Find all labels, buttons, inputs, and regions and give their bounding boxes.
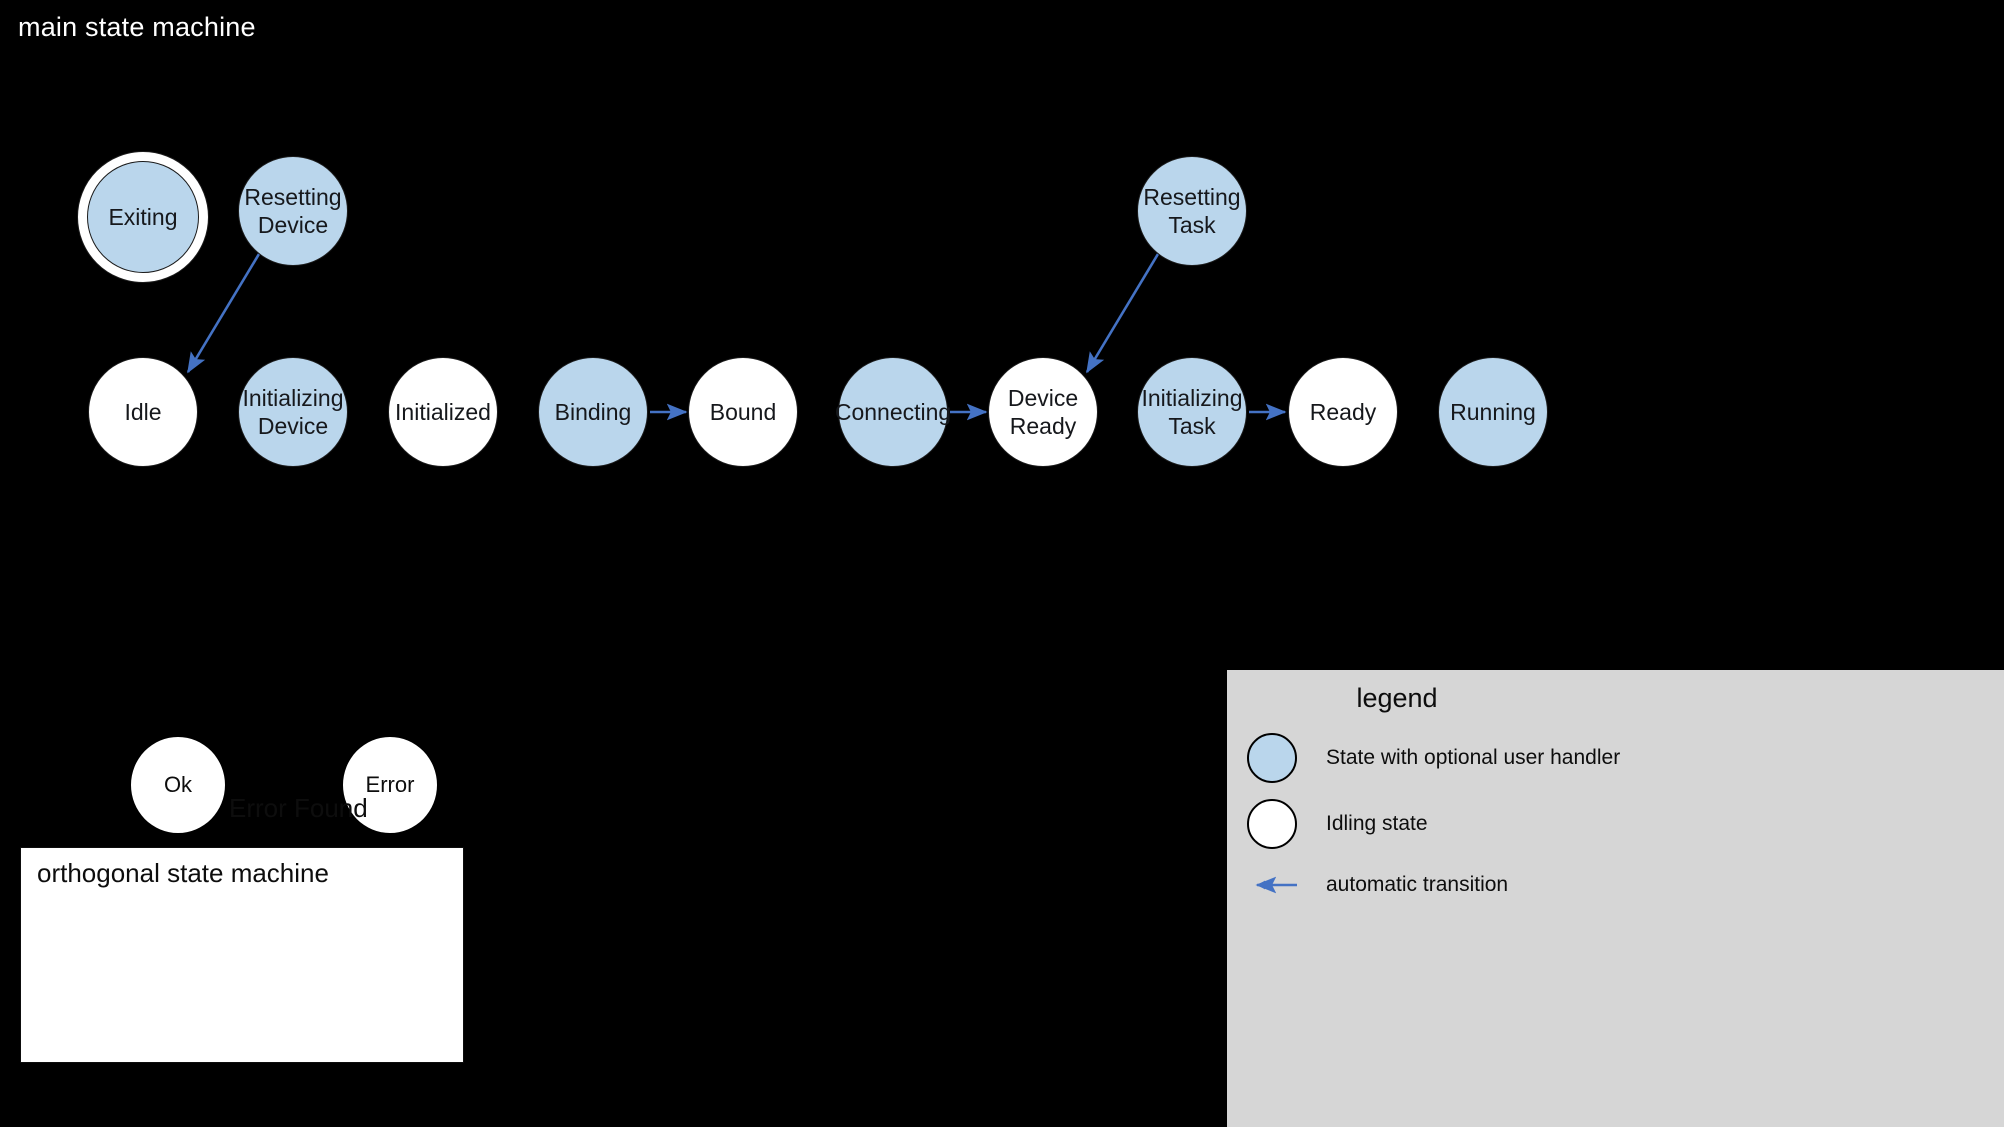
orthogonal-state-label-error: Error xyxy=(365,772,415,797)
state-label-running: Running xyxy=(1450,398,1536,425)
orthogonal-state-label-ok: Ok xyxy=(163,772,193,797)
orthogonal-state-machine-panel: orthogonal state machine xyxy=(20,847,464,1063)
orthogonal-state-error[interactable]: Error xyxy=(341,735,439,835)
orthogonal-panel-title: orthogonal state machine xyxy=(37,858,329,888)
legend-panel: legend State with optional user handler … xyxy=(1227,670,2004,1127)
legend-label-handler-state: State with optional user handler xyxy=(1326,746,1621,769)
main-transitions-layer xyxy=(186,253,1287,421)
state-node-initialized[interactable]: Initialized xyxy=(388,357,498,467)
blue-circle-icon xyxy=(1247,733,1297,783)
state-label-idle: Idle xyxy=(124,398,162,425)
legend-label-idling-state: Idling state xyxy=(1326,812,1428,835)
legend-item-handler-state: State with optional user handler xyxy=(1247,733,1620,783)
state-node-connecting[interactable]: Connecting xyxy=(834,357,952,467)
transition-resetting-task-to-device-ready[interactable] xyxy=(1085,253,1160,374)
state-node-exiting[interactable]: Exiting xyxy=(87,161,199,273)
legend-item-idling-state: Idling state xyxy=(1247,799,1428,849)
state-label-initialized: Initialized xyxy=(395,398,491,425)
state-label-exiting: Exiting xyxy=(108,203,178,230)
transition-label-error-found: Error Found xyxy=(229,793,368,823)
state-node-ready[interactable]: Ready xyxy=(1288,357,1398,467)
state-node-bound[interactable]: Bound xyxy=(688,357,798,467)
page-title: main state machine xyxy=(18,12,256,42)
legend-label-automatic-transition: automatic transition xyxy=(1326,873,1509,896)
state-label-connecting: Connecting xyxy=(834,398,952,425)
state-label-binding: Binding xyxy=(554,398,632,425)
state-node-binding[interactable]: Binding xyxy=(538,357,648,467)
legend-item-automatic-transition: automatic transition xyxy=(1247,873,1508,897)
transition-resetting-device-to-idle[interactable] xyxy=(186,253,261,374)
state-label-bound: Bound xyxy=(709,398,777,425)
initial-state-dot xyxy=(36,770,66,800)
left-arrow-icon xyxy=(1247,875,1297,895)
white-circle-icon xyxy=(1247,799,1297,849)
state-node-running[interactable]: Running xyxy=(1438,357,1548,467)
orthogonal-state-ok[interactable]: Ok xyxy=(129,735,227,835)
legend-title: legend xyxy=(1356,683,1438,713)
state-node-idle[interactable]: Idle xyxy=(88,357,198,467)
state-label-ready: Ready xyxy=(1309,398,1377,425)
